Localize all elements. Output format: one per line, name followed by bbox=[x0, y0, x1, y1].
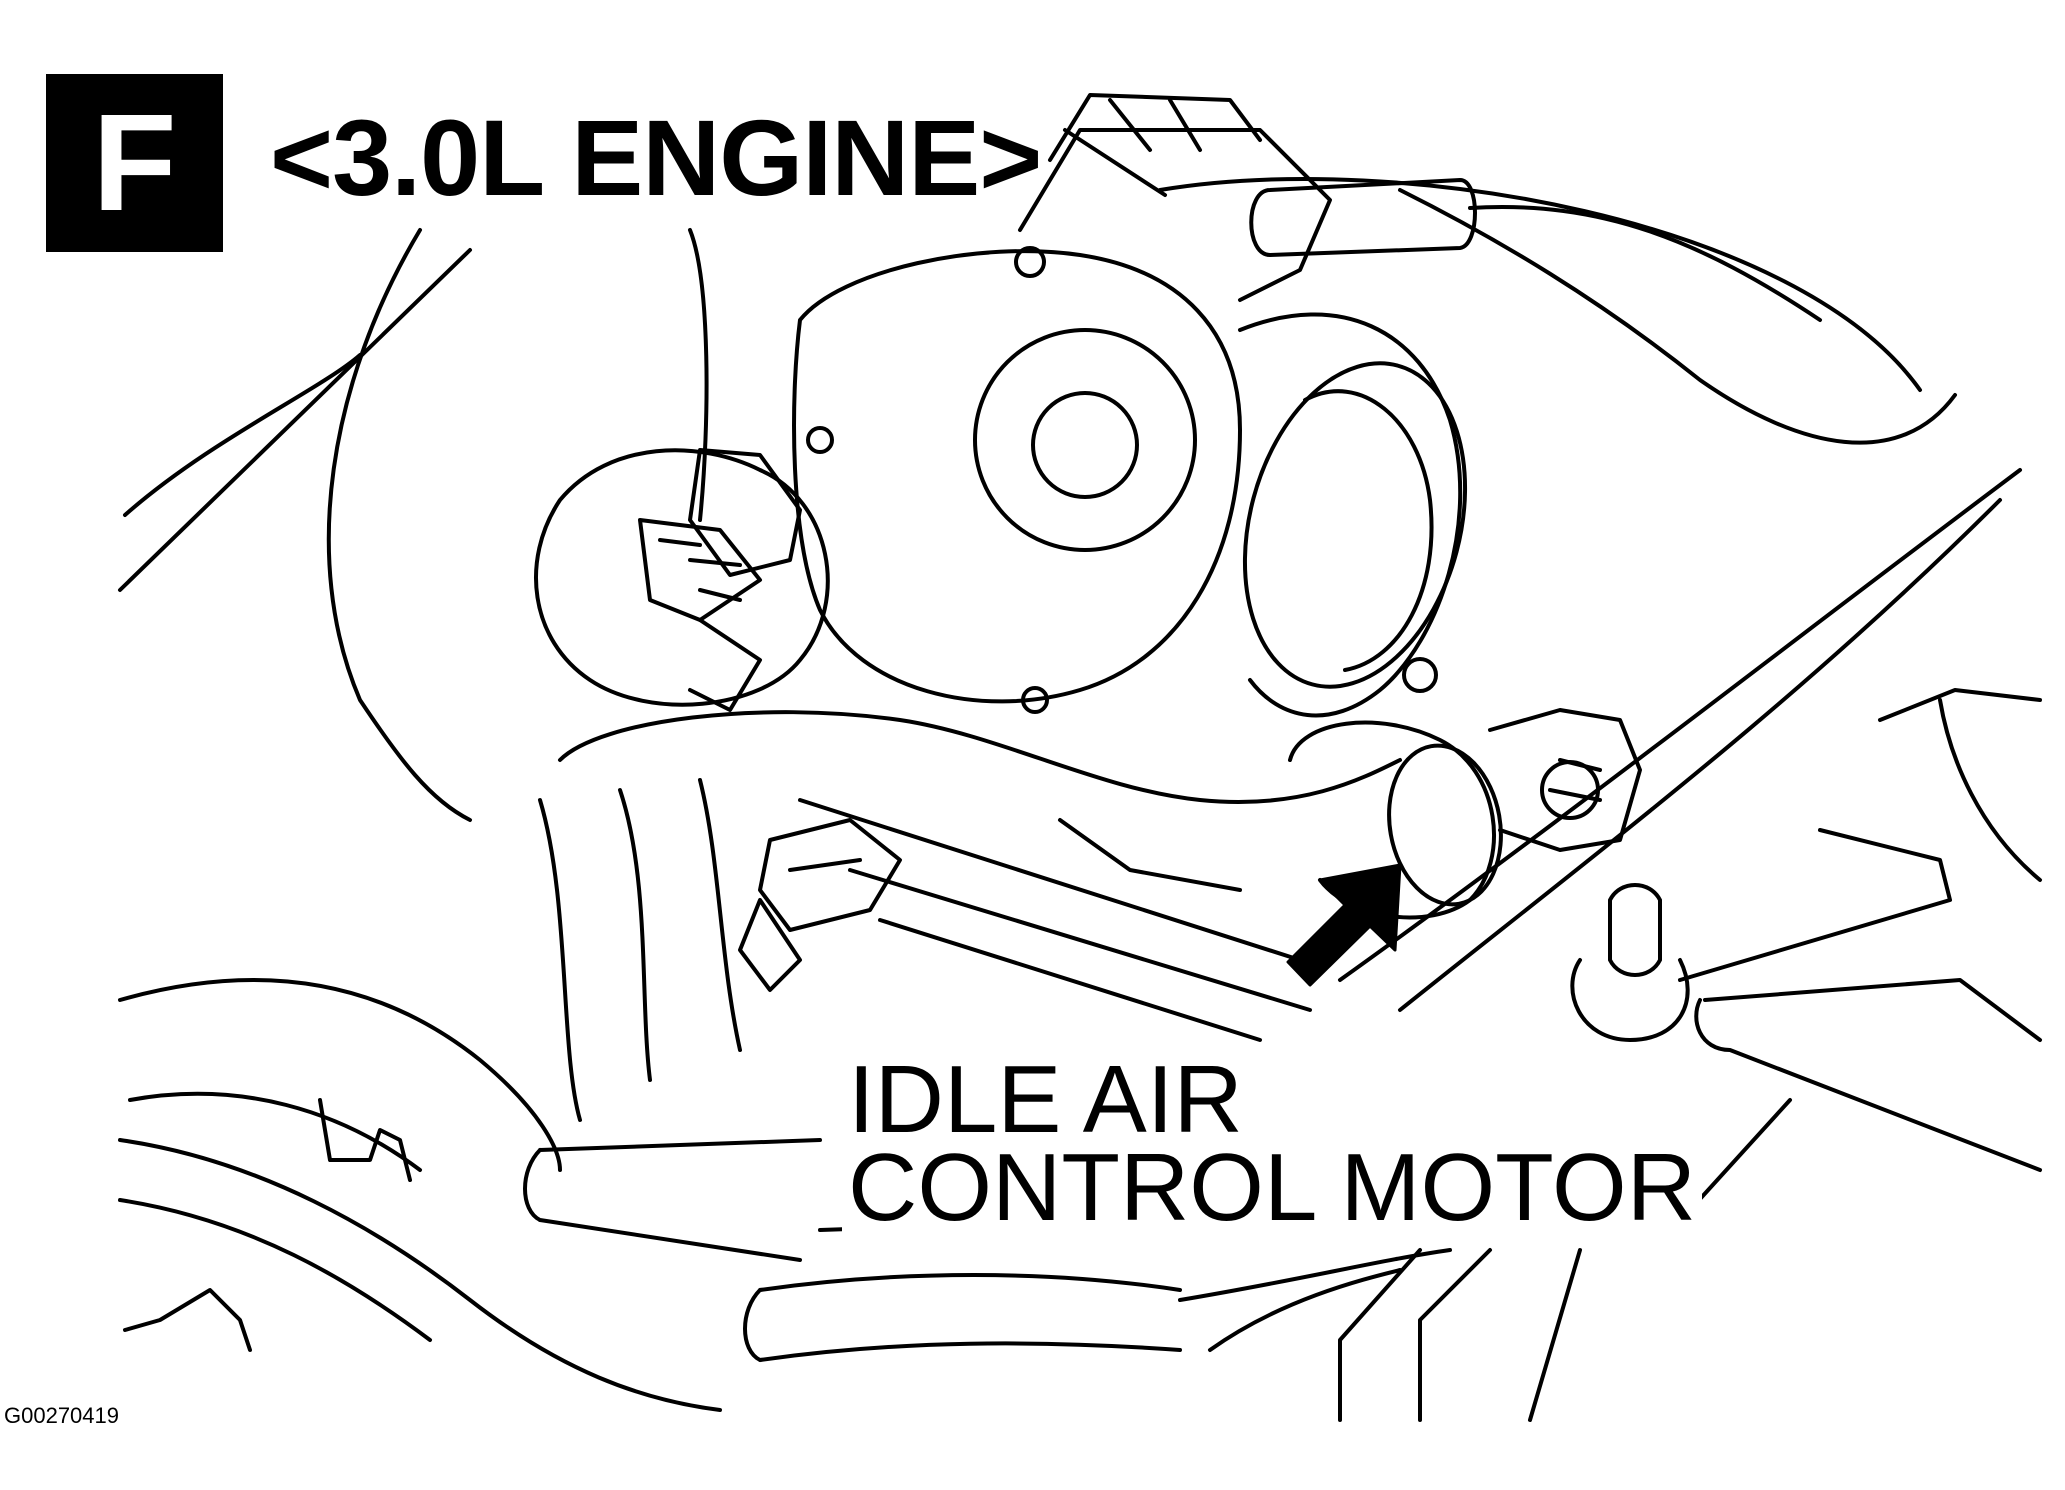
bolt bbox=[1021, 686, 1049, 714]
figure-id: G00270419 bbox=[4, 1403, 119, 1428]
right-panel bbox=[1938, 698, 2042, 882]
lower-right-detail bbox=[1528, 1248, 1582, 1422]
tps-connector bbox=[638, 518, 762, 622]
bolt bbox=[806, 426, 834, 454]
tps-connector bbox=[688, 618, 762, 712]
lower-hose bbox=[118, 978, 562, 1172]
lower-manifold bbox=[618, 788, 652, 1082]
wire-bracket bbox=[738, 898, 802, 992]
right-panel bbox=[1878, 688, 2042, 722]
lower-right-detail bbox=[1688, 1098, 1792, 1212]
lower-hose bbox=[118, 1198, 432, 1342]
throttle-body-housing bbox=[792, 249, 1242, 704]
throttle-bore bbox=[973, 328, 1197, 552]
lower-hose-line bbox=[1208, 1268, 1402, 1352]
tps-connector bbox=[658, 538, 742, 602]
left-bracket-line bbox=[118, 248, 472, 592]
tps-connector bbox=[688, 448, 802, 577]
lower-hose bbox=[128, 1091, 422, 1172]
lower-right-detail bbox=[1338, 1248, 1422, 1422]
throttle-bore-center bbox=[1031, 391, 1139, 499]
diagram-title: <3.0L ENGINE> bbox=[270, 97, 1042, 218]
lower-manifold bbox=[848, 868, 1312, 1012]
right-panel bbox=[1338, 468, 2022, 982]
tps-housing bbox=[534, 448, 830, 707]
lower-manifold bbox=[698, 778, 742, 1052]
throttle-body-flange bbox=[1238, 312, 1463, 718]
intake-opening bbox=[1242, 361, 1468, 689]
lower-manifold bbox=[1058, 818, 1242, 892]
lower-hose-tube bbox=[743, 1273, 1182, 1362]
callout-arrow bbox=[1286, 863, 1402, 987]
right-stud bbox=[1608, 883, 1662, 977]
lower-manifold bbox=[538, 798, 582, 1122]
right-panel bbox=[1694, 998, 2042, 1172]
iac-motor-cap bbox=[1387, 743, 1503, 907]
lower-hose-tube bbox=[523, 1138, 822, 1262]
iac-motor-connector bbox=[1488, 708, 1642, 852]
callout-label-line2: CONTROL MOTOR bbox=[842, 1140, 1703, 1236]
lower-manifold bbox=[798, 798, 1302, 962]
left-bracket-line bbox=[123, 353, 362, 517]
lower-manifold bbox=[558, 710, 1402, 804]
upper-hose bbox=[1398, 188, 1957, 445]
top-sensor-block bbox=[1108, 98, 1202, 152]
lower-left-detail bbox=[123, 1288, 252, 1352]
upper-hose-tube bbox=[1249, 178, 1477, 257]
left-curve bbox=[688, 228, 709, 522]
right-panel bbox=[1678, 828, 1952, 982]
lower-right-detail bbox=[1418, 1248, 1492, 1422]
bolt bbox=[1402, 657, 1438, 693]
intake-opening-inner bbox=[1303, 389, 1434, 672]
lower-manifold bbox=[878, 918, 1262, 1042]
right-panel bbox=[1398, 498, 2002, 1012]
panel-letter: F bbox=[92, 86, 177, 240]
callout-label-line1: IDLE AIR bbox=[842, 1052, 1249, 1148]
lower-hose bbox=[118, 1138, 722, 1412]
left-curve bbox=[326, 228, 472, 822]
upper-hose-line bbox=[1468, 205, 1822, 322]
top-sensor-block bbox=[1018, 128, 1332, 302]
lower-left-detail bbox=[318, 1098, 412, 1182]
lower-hose-line bbox=[1178, 1248, 1452, 1302]
wire-connector bbox=[788, 858, 862, 872]
panel-letter-badge: F bbox=[46, 74, 223, 252]
bolt bbox=[1014, 246, 1046, 278]
wire-connector bbox=[758, 818, 902, 932]
right-panel bbox=[1703, 978, 2042, 1042]
right-stud bbox=[1570, 958, 1690, 1042]
upper-hose bbox=[1063, 128, 1922, 392]
top-sensor-block bbox=[1048, 93, 1262, 162]
